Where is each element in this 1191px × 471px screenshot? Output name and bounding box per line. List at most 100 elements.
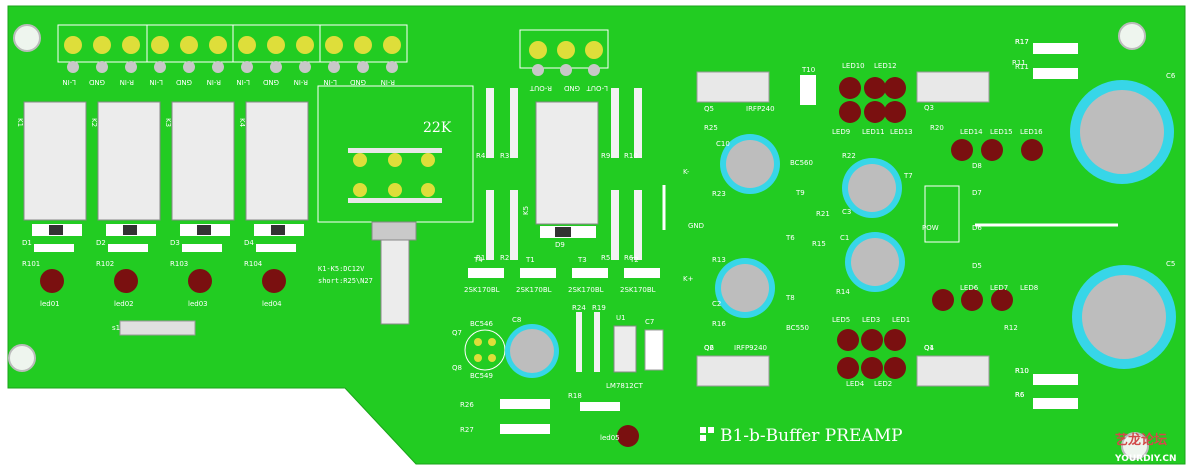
relay-body [245, 101, 309, 221]
amp-label: LED16 [1020, 128, 1043, 136]
jfet-body [572, 268, 608, 278]
amp-led [991, 289, 1013, 311]
amp-label: C2 [712, 300, 721, 308]
amp-label: D7 [972, 189, 982, 197]
terminal-pad [296, 36, 314, 54]
output-label: R-OUT [529, 84, 552, 92]
jfet-body [520, 268, 556, 278]
led-ref: led03 [188, 300, 208, 308]
terminal-pin [67, 61, 79, 73]
amp-led [837, 357, 859, 379]
svg-text:R27: R27 [460, 426, 474, 434]
relay-note-2: short:R25\N27 [318, 277, 373, 285]
jfet-ref: T3 [577, 256, 587, 264]
board-title-text: B1-b-Buffer PREAMP [720, 426, 903, 446]
terminal-pad [325, 36, 343, 54]
terminal-pin [241, 61, 253, 73]
amp-label: R25 [704, 124, 718, 132]
amp-label: Q1 [924, 344, 934, 352]
amp-label: BC550 [786, 324, 809, 332]
output-label: GND [564, 84, 580, 92]
watermark: 艺龙论坛 YOURDIY.CN [1114, 432, 1177, 464]
terminal-label: R-IN [120, 78, 134, 86]
amp-label: LED3 [862, 316, 880, 324]
amplifier-section: K-GNDK+R23R13R16R25Q5Q6IRFP240IRFP9240C1… [662, 38, 1176, 399]
resistor-ref: R101 [22, 260, 40, 268]
mid-resistor [611, 190, 619, 260]
mid-resistor [634, 190, 642, 260]
resistor-body [34, 244, 74, 252]
diode-ref: D1 [22, 239, 32, 247]
amp-label: D8 [972, 162, 982, 170]
pot-label: 22K [423, 120, 452, 136]
mid-resistor-ref: R6 [624, 254, 634, 262]
jfet-ref: T1 [525, 256, 535, 264]
svg-text:LM7812CT: LM7812CT [606, 382, 644, 390]
amp-label: D6 [972, 224, 982, 232]
amp-label: Q3 [924, 104, 934, 112]
terminal-pin [357, 61, 369, 73]
amp-label: T7 [903, 172, 913, 180]
amp-label: LED5 [832, 316, 850, 324]
jfet-body [624, 268, 660, 278]
amp-led [951, 139, 973, 161]
mid-resistor-ref: R10 [624, 152, 638, 160]
svg-text:Q8: Q8 [452, 364, 462, 372]
amp-label: R22 [842, 152, 856, 160]
relay-led [262, 269, 286, 293]
output-pad [585, 41, 603, 59]
resistor-body [108, 244, 148, 252]
output-pin [588, 64, 600, 76]
terminal-label: R-IN [207, 78, 221, 86]
resistor-ref: R103 [170, 260, 188, 268]
amp-label: R13 [712, 256, 726, 264]
amp-label: POW [922, 224, 939, 232]
amp-label: LED11 [862, 128, 885, 136]
svg-text:R6: R6 [1015, 391, 1025, 399]
relay-note-1: K1-K5:DC12V [318, 265, 365, 273]
amp-label: LED2 [874, 380, 892, 388]
amp-led [839, 77, 861, 99]
relay-led [114, 269, 138, 293]
svg-text:Q7: Q7 [452, 329, 462, 337]
terminal-label: GND [176, 78, 192, 86]
relay-ref: K1 [16, 118, 24, 127]
amp-label: R21 [816, 210, 830, 218]
relay-group: K1D1R101led01K2D2R102led02K3D3R103led03K… [16, 101, 309, 308]
mid-resistor-ref: R3 [500, 152, 509, 160]
jfet-ref: T2 [629, 256, 639, 264]
svg-text:C7: C7 [645, 318, 654, 326]
svg-text:R19: R19 [592, 304, 606, 312]
amp-led [864, 77, 886, 99]
svg-text:C8: C8 [512, 316, 521, 324]
terminal-pad [151, 36, 169, 54]
amp-label: R20 [930, 124, 944, 132]
diode-band [123, 225, 137, 235]
terminal-pin [96, 61, 108, 73]
amp-led [884, 357, 906, 379]
amp-label: GND [688, 222, 704, 230]
mid-resistor [611, 88, 619, 158]
mounting-holes [8, 22, 1149, 460]
terminal-pin [299, 61, 311, 73]
terminal-pin [386, 61, 398, 73]
amp-label: R23 [712, 190, 726, 198]
svg-text:R11: R11 [1015, 63, 1029, 71]
relay-led [40, 269, 64, 293]
mid-resistor-ref: R5 [601, 254, 610, 262]
amp-label: LED9 [832, 128, 850, 136]
jfet-body [468, 268, 504, 278]
svg-text:led05: led05 [600, 434, 620, 442]
amp-label: K- [683, 168, 690, 176]
amp-led [961, 289, 983, 311]
terminal-pad [180, 36, 198, 54]
amp-led [839, 101, 861, 123]
amp-label: R17 [1015, 38, 1029, 46]
relay-body [97, 101, 161, 221]
s1-label: s1 [112, 324, 120, 332]
output-label: L-OUT [586, 84, 608, 92]
relay-ref: K4 [238, 118, 246, 128]
terminal-pin [270, 61, 282, 73]
terminal-pad [238, 36, 256, 54]
